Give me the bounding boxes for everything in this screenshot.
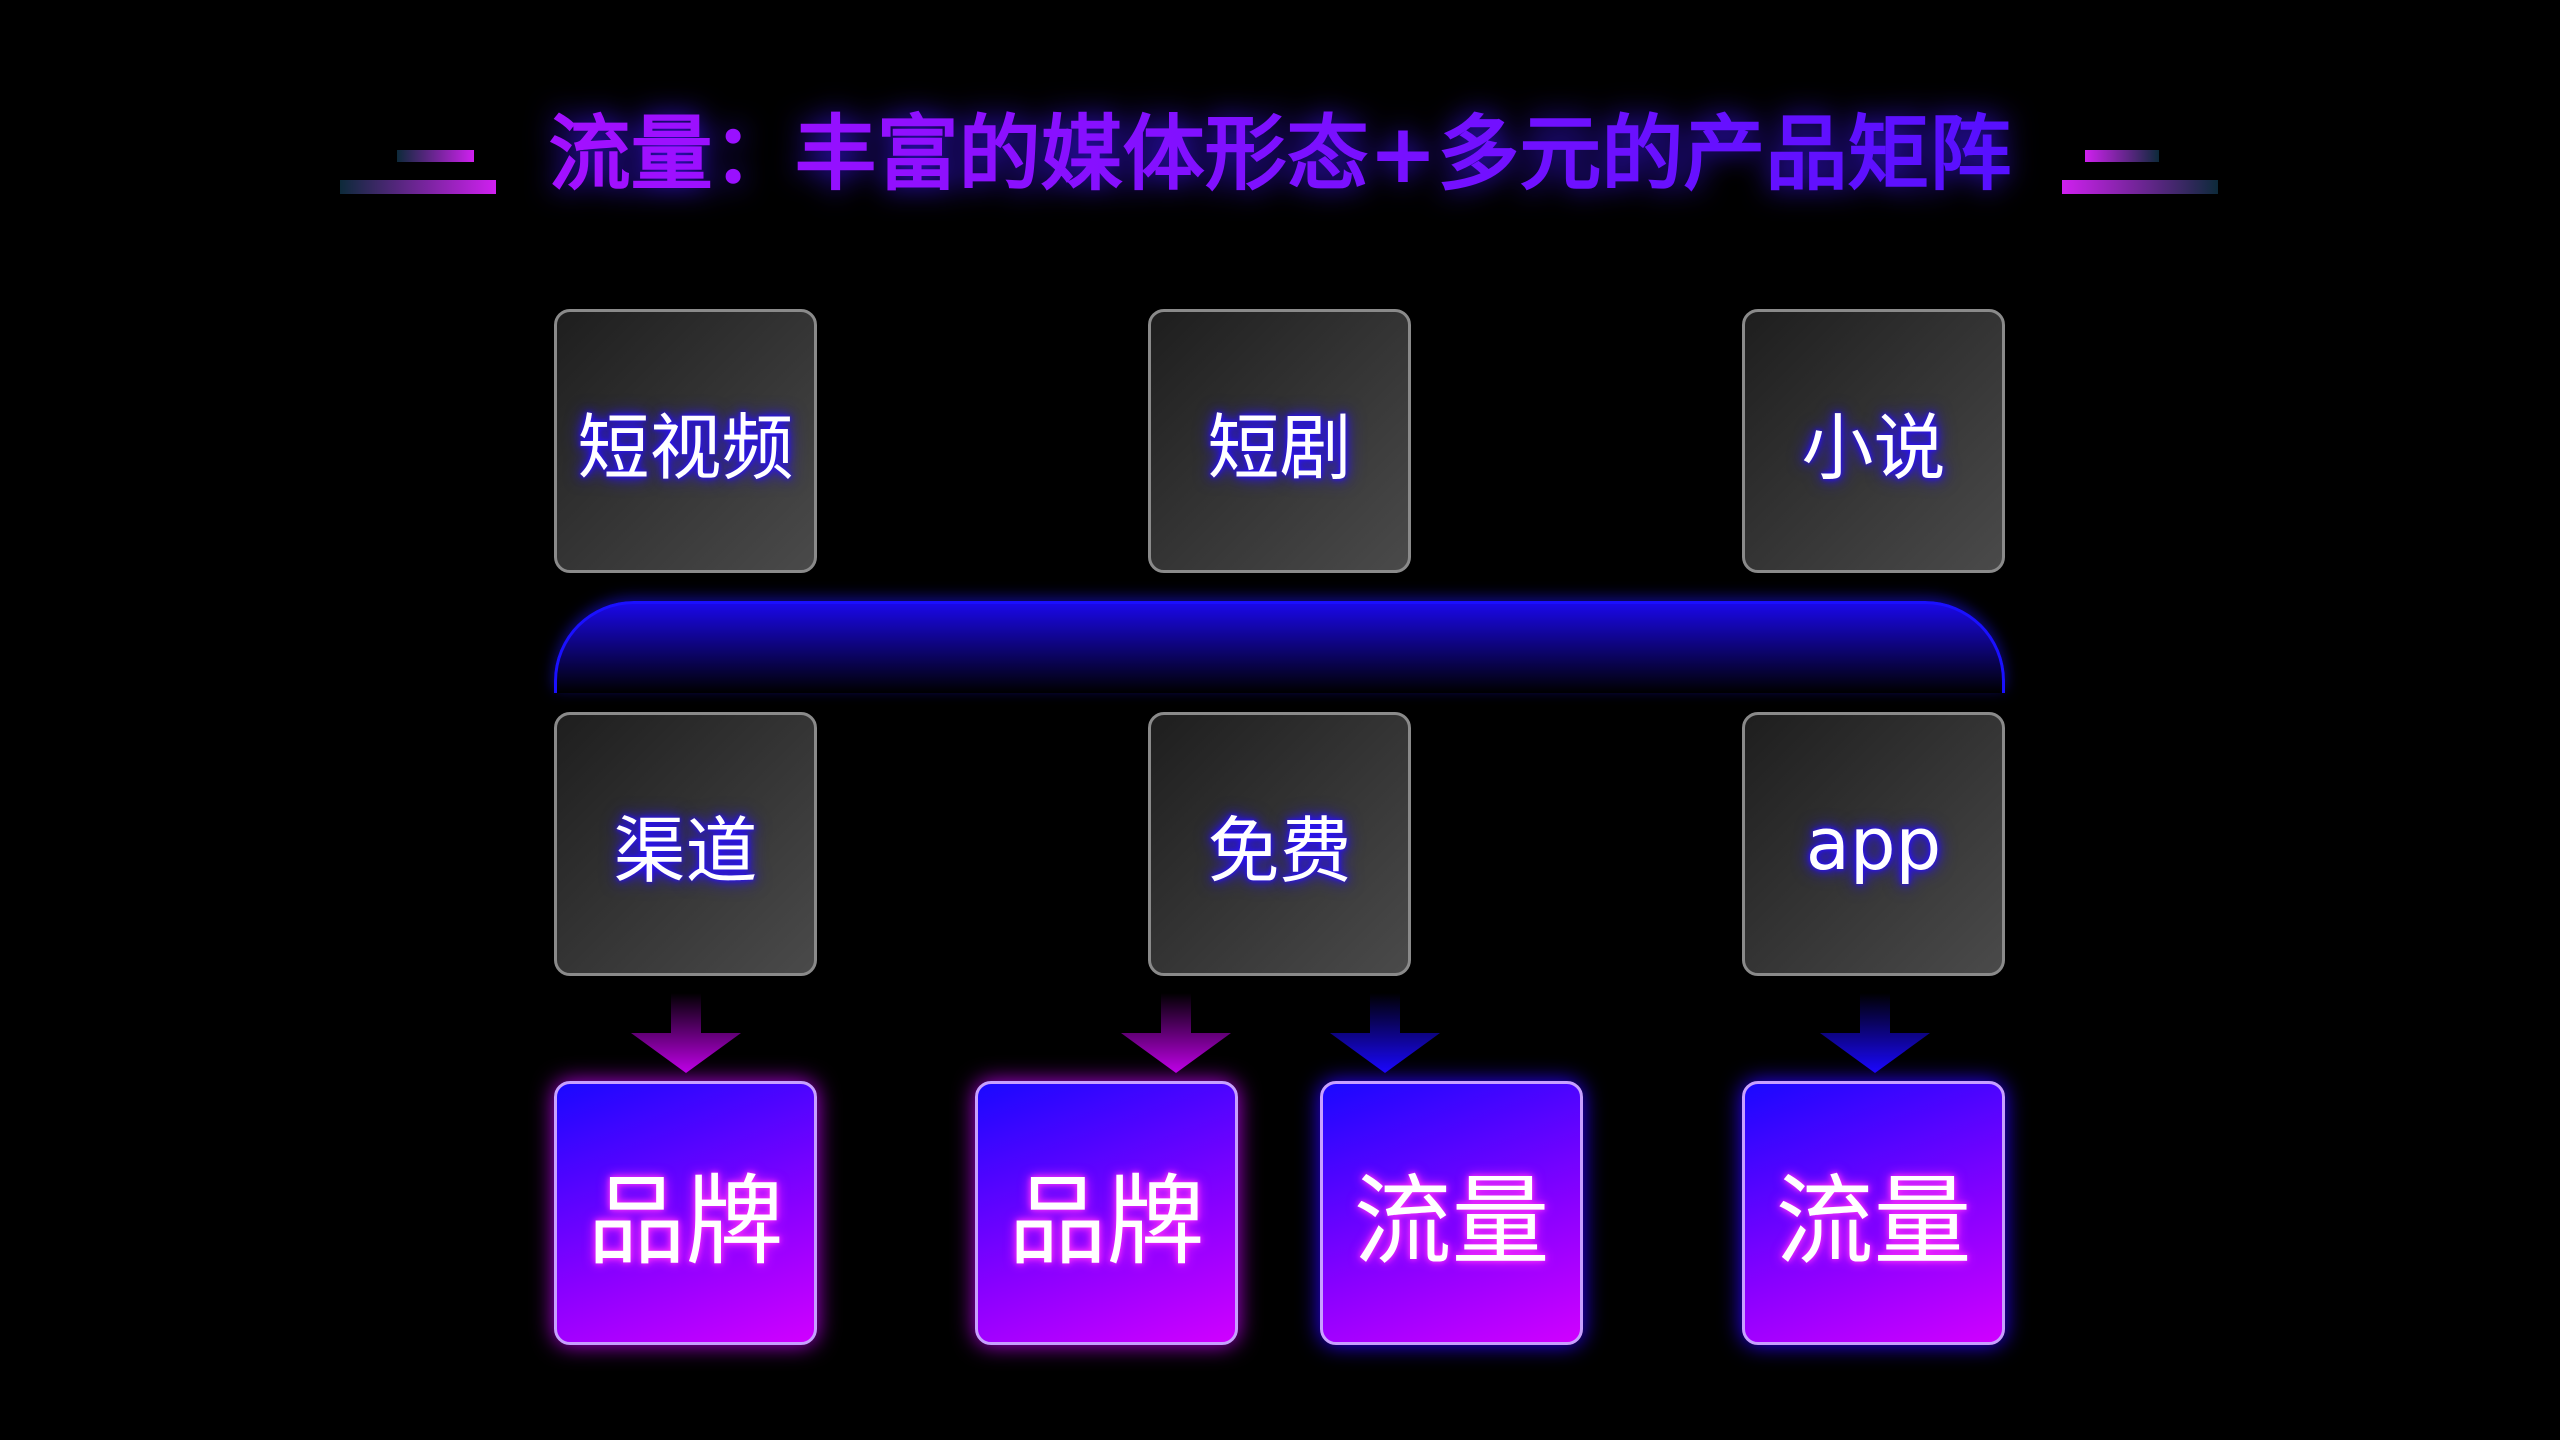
media-box-short-drama: 短剧 xyxy=(1148,309,1411,573)
title-decoration-left-long xyxy=(340,180,496,194)
arrow-down-icon xyxy=(631,993,741,1073)
box-label: app xyxy=(1805,802,1942,886)
box-label: 小说 xyxy=(1801,405,1946,490)
box-label: 流量 xyxy=(1775,1165,1972,1279)
page-title: 流量：丰富的媒体形态+多元的产品矩阵 xyxy=(0,100,2560,210)
arrow-down-icon xyxy=(1820,993,1930,1073)
arrow-down-icon xyxy=(1330,993,1440,1073)
arrow-down-icon xyxy=(1121,993,1231,1073)
title-decoration-right-long xyxy=(2062,180,2218,194)
media-box-short-video: 短视频 xyxy=(554,309,817,573)
title-decoration-left-short xyxy=(397,150,474,162)
media-box-novel: 小说 xyxy=(1742,309,2005,573)
box-label: 品牌 xyxy=(1008,1165,1205,1279)
advantage-box-free: 免费 xyxy=(1148,712,1411,976)
box-label: 流量 xyxy=(1353,1165,1550,1279)
box-label: 免费 xyxy=(1207,808,1352,893)
advantage-box-app: app xyxy=(1742,712,2005,976)
box-label: 品牌 xyxy=(587,1165,784,1279)
outcome-box-brand: 品牌 xyxy=(554,1081,817,1345)
title-decoration-right-short xyxy=(2085,150,2159,162)
connector-bracket xyxy=(554,601,2005,693)
advantage-box-channel: 渠道 xyxy=(554,712,817,976)
outcome-box-traffic: 流量 xyxy=(1742,1081,2005,1345)
box-label: 渠道 xyxy=(613,808,758,893)
outcome-box-brand: 品牌 xyxy=(975,1081,1238,1345)
box-label: 短剧 xyxy=(1207,405,1352,490)
outcome-box-traffic: 流量 xyxy=(1320,1081,1583,1345)
box-label: 短视频 xyxy=(577,405,794,490)
